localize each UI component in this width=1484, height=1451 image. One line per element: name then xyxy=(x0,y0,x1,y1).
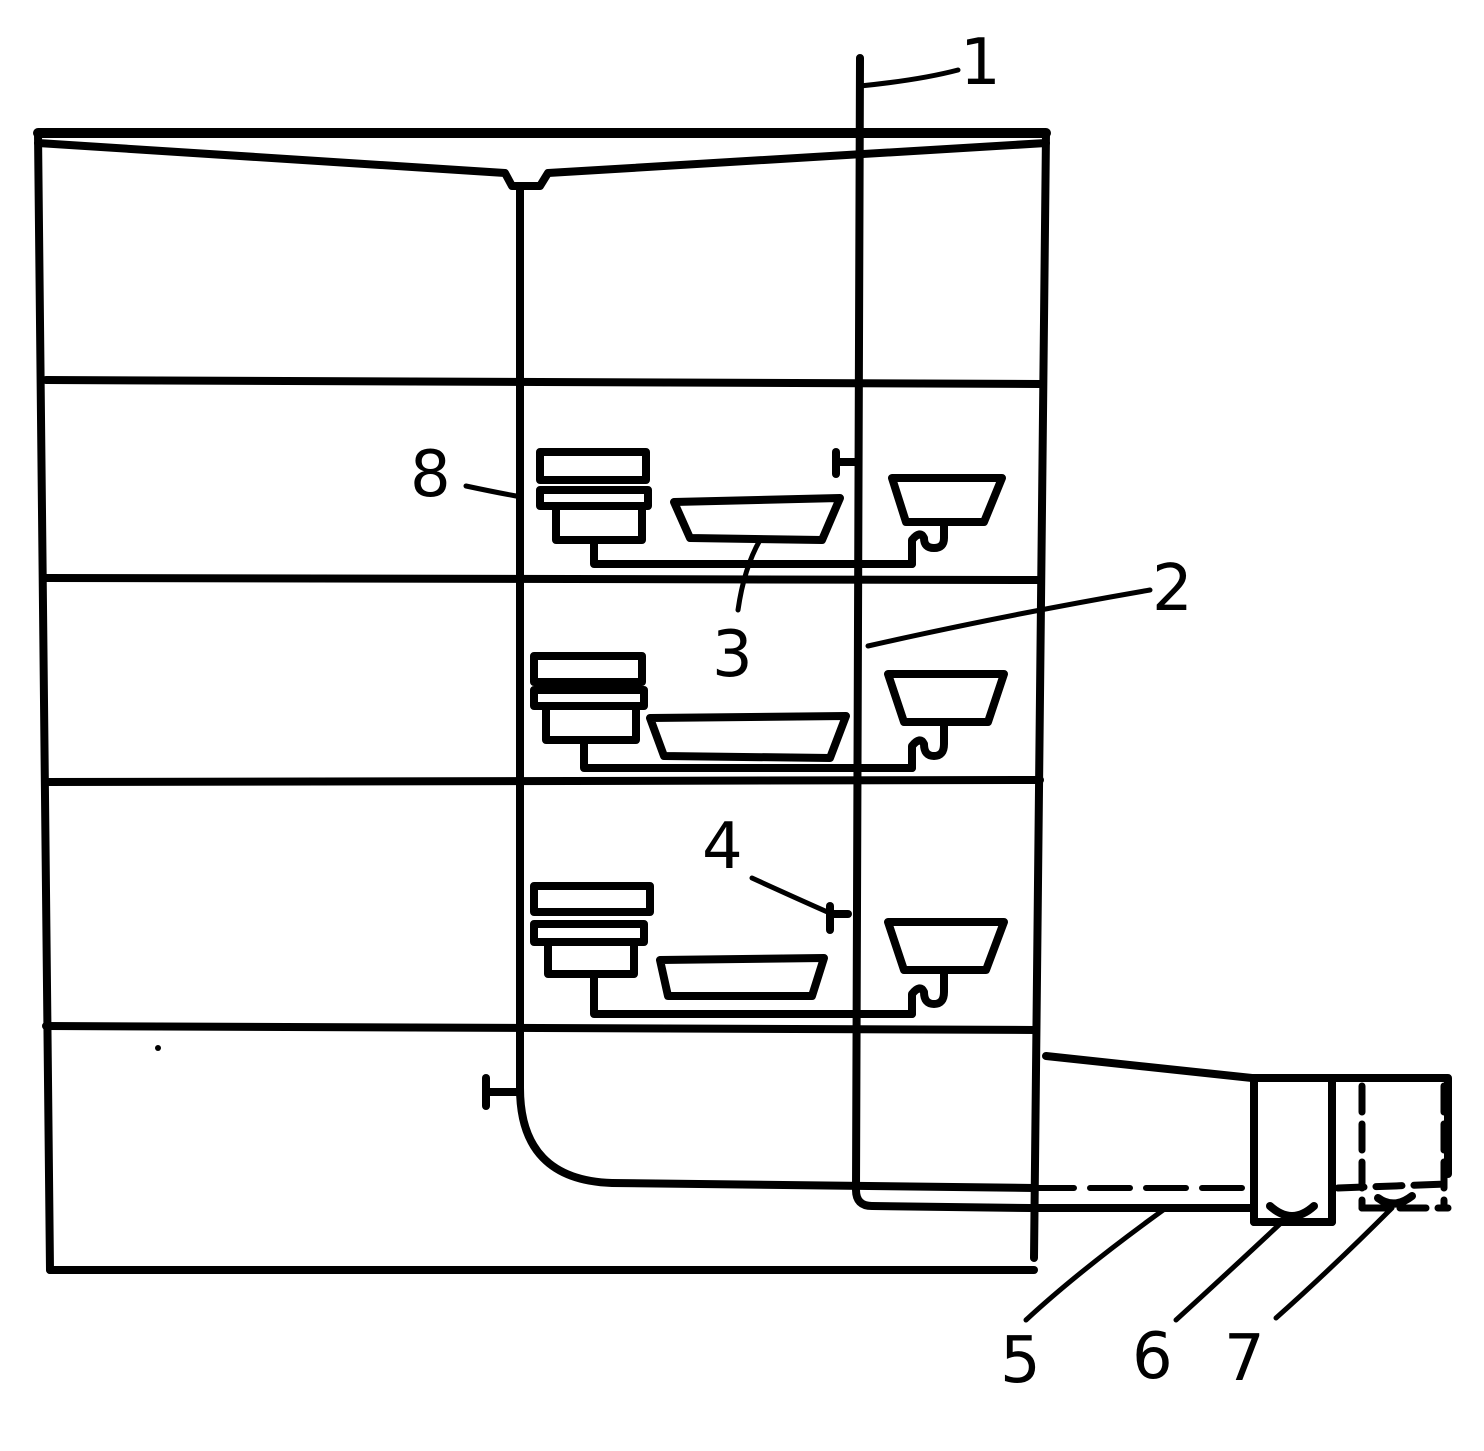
branch-pipe xyxy=(580,736,916,772)
toilet-bowl xyxy=(542,702,640,744)
bathtub xyxy=(646,712,850,762)
outlet-channel xyxy=(1042,1052,1452,1178)
branch-pipe xyxy=(590,536,916,568)
floor-fixtures-upper xyxy=(536,448,1006,568)
toilet-tank xyxy=(536,448,650,484)
rainwater-riser xyxy=(516,182,1038,1192)
bathtub xyxy=(670,494,844,544)
sewer-riser xyxy=(852,54,1034,1212)
toilet-tank xyxy=(530,882,654,916)
floor-slabs xyxy=(42,376,1044,1034)
sewer-well xyxy=(1334,1082,1452,1212)
callout-6: 6 xyxy=(1132,1320,1173,1394)
washbasin xyxy=(888,474,1006,526)
well-tray xyxy=(1374,1192,1416,1208)
inspection-well xyxy=(1250,1078,1336,1226)
callout-2: 2 xyxy=(1152,552,1193,626)
callout-8: 8 xyxy=(410,438,451,512)
floor-fixtures-middle xyxy=(530,652,1008,772)
callout-4: 4 xyxy=(702,810,743,884)
ink-dot xyxy=(155,1045,161,1051)
callout-5: 5 xyxy=(1000,1324,1041,1398)
washbasin xyxy=(884,670,1008,726)
toilet-bowl xyxy=(552,502,646,544)
siphon xyxy=(908,966,948,1018)
vent-branch xyxy=(826,448,860,934)
callout-1: 1 xyxy=(960,26,1001,100)
callout-7: 7 xyxy=(1224,1322,1265,1396)
roof-funnel xyxy=(34,139,1050,190)
leader-lines xyxy=(463,67,1395,1323)
washbasin xyxy=(884,918,1008,974)
toilet-bowl xyxy=(544,938,638,978)
toilet-tank xyxy=(530,652,646,686)
siphon xyxy=(908,718,948,772)
building-outline xyxy=(33,128,1051,1274)
branch-pipe xyxy=(590,970,916,1018)
floor-fixtures-lower xyxy=(530,882,1008,1018)
callout-3: 3 xyxy=(712,618,753,692)
bathtub xyxy=(656,954,828,1000)
siphon xyxy=(908,518,948,568)
cleanout-tee xyxy=(482,1074,524,1110)
